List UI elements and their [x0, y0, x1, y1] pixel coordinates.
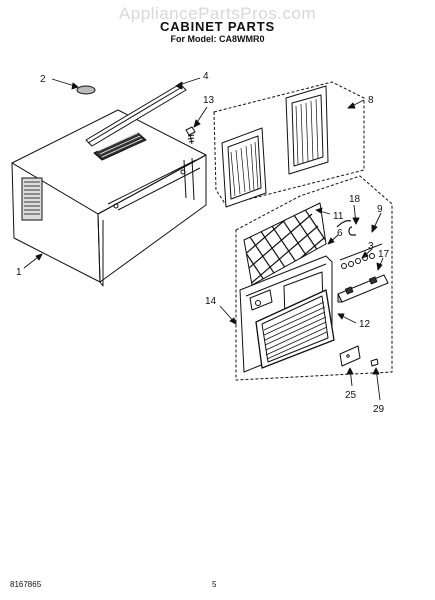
tubing-part: [336, 220, 352, 228]
side-curtain-left-part: [221, 127, 267, 208]
callout-17: 17: [378, 249, 390, 260]
escutcheon-part: [76, 85, 96, 95]
callout-1: 1: [16, 267, 22, 278]
callout-12: 12: [359, 319, 371, 330]
callout-18: 18: [349, 194, 361, 205]
front-assembly-group: [235, 175, 393, 381]
side-curtain-right-part: [285, 85, 329, 175]
callout-numbers: 2 4 13 8 1 11 6 9 18 3 17 12 14 25 29: [16, 71, 390, 415]
bracket-plate-part: [339, 345, 361, 367]
model-subtitle: For Model: CA8WMR0: [170, 34, 265, 44]
callout-13: 13: [203, 95, 215, 106]
callout-29: 29: [373, 404, 385, 415]
cabinet-part: [11, 109, 207, 287]
page-title: CABINET PARTS: [160, 19, 275, 34]
callout-3: 3: [368, 241, 374, 252]
clip-part: [370, 358, 379, 367]
hose-clamp-part: [348, 226, 356, 236]
bracket-part: [337, 274, 389, 303]
callout-6: 6: [337, 228, 343, 239]
page-number: 5: [212, 580, 217, 589]
louver-door-part: [255, 289, 335, 369]
document-number: 8167865: [10, 580, 42, 589]
callout-14: 14: [205, 296, 217, 307]
callout-11: 11: [333, 211, 344, 222]
mounting-screw-part: [185, 126, 196, 145]
side-curtains-group: [213, 81, 365, 206]
callout-9: 9: [377, 204, 383, 215]
callout-25: 25: [345, 390, 357, 401]
watermark: AppliancePartsPros.com: [118, 4, 317, 23]
callout-8: 8: [368, 95, 374, 106]
callout-4: 4: [203, 71, 209, 82]
control-knob-plate-part: [339, 243, 383, 269]
callout-2: 2: [40, 74, 46, 85]
